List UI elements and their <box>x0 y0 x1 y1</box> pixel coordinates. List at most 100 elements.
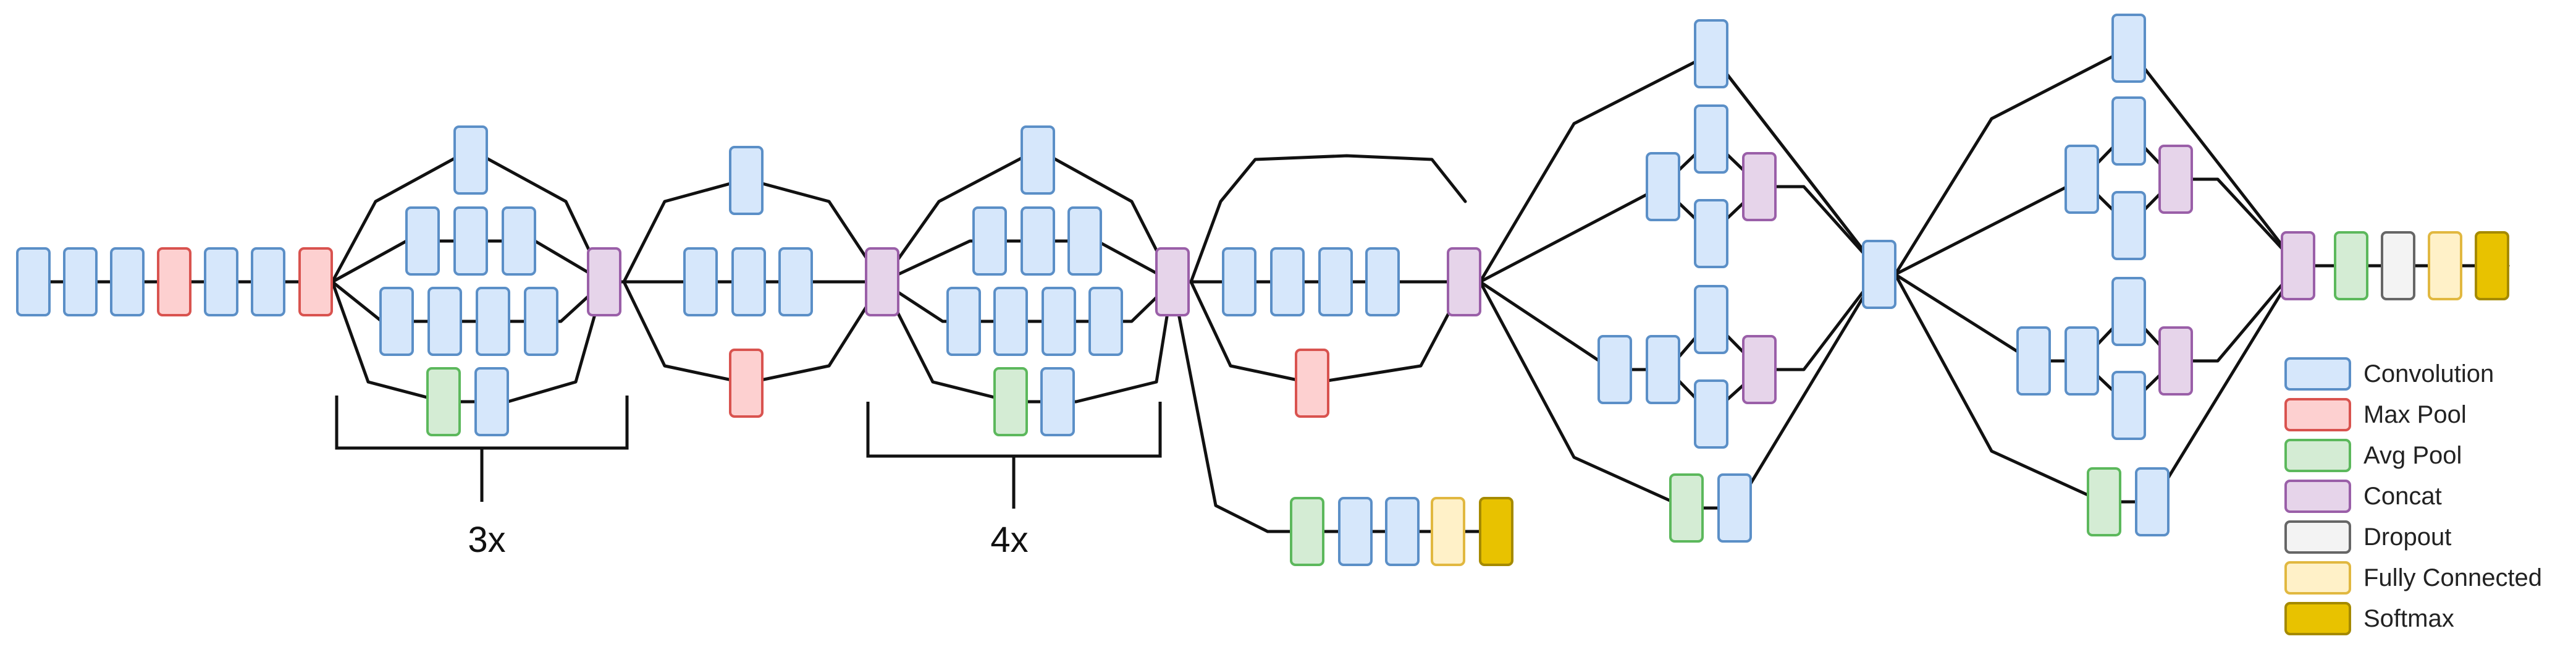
block-c-conv-node <box>1021 206 1055 276</box>
block-f-conv-node <box>2111 191 2146 260</box>
block-b-conv-node <box>729 146 764 215</box>
block-d-conv-node <box>1222 247 1256 316</box>
legend-swatch-avgpool <box>2284 439 2351 472</box>
block-f-conv-node <box>2135 467 2170 536</box>
connector <box>880 280 1174 323</box>
aux-fc-node <box>1431 497 1465 566</box>
block-a-conv-node <box>453 125 488 195</box>
block-c-conv-node <box>972 206 1007 276</box>
connector <box>330 280 606 323</box>
block-f-conv-node <box>2111 14 2146 83</box>
connector <box>1189 154 1467 284</box>
block-c-conv-node <box>946 287 981 356</box>
connector <box>330 280 606 404</box>
legend-label-softmax: Softmax <box>2363 605 2454 632</box>
diagram-nodes <box>16 14 2509 566</box>
stem-conv-node <box>110 247 145 316</box>
connector <box>1478 137 1881 284</box>
aux-avgpool-node <box>1290 497 1324 566</box>
head-avgpool-node <box>2334 231 2368 300</box>
legend-swatch-fc <box>2284 561 2351 595</box>
connector <box>1709 52 1881 273</box>
block-f-avgpool-node <box>2087 467 2121 536</box>
connector <box>1893 46 2300 276</box>
legend-label-dropout: Dropout <box>2363 523 2451 551</box>
block-d-concat-node <box>1447 247 1481 316</box>
head-softmax-node <box>2475 231 2509 300</box>
block-e-concat-node <box>1742 152 1777 221</box>
block-f-conv-node <box>2016 326 2051 396</box>
block-a-conv-node <box>453 206 488 276</box>
block-d-conv-node <box>1318 247 1353 316</box>
block-a-conv-node <box>476 287 510 356</box>
aux-softmax-node <box>1479 497 1513 566</box>
block-e-avgpool-node <box>1669 473 1704 543</box>
connector <box>1171 280 1497 533</box>
block-f-conv-node <box>2111 96 2146 166</box>
block-e-conv-node <box>1694 199 1728 268</box>
block-d-conv-node <box>1270 247 1305 316</box>
legend-swatch-concat <box>2284 480 2351 513</box>
block-e-output-conv-node <box>1862 240 1896 309</box>
repeat-bracket-block-a <box>335 396 629 502</box>
stem-maxpool-node <box>157 247 192 316</box>
block-c-conv-node <box>1088 287 1123 356</box>
block-d-maxpool-node <box>1295 349 1329 418</box>
legend-label-concat: Concat <box>2363 483 2442 510</box>
block-c-conv-node <box>1067 206 1102 276</box>
legend-label-fc: Fully Connected <box>2363 564 2542 591</box>
block-e-conv-node <box>1646 152 1680 221</box>
block-a-concat-node <box>587 247 621 316</box>
block-b-conv-node <box>683 247 718 316</box>
legend-swatch-maxpool <box>2284 398 2351 431</box>
block-e-conv-node <box>1646 335 1680 404</box>
block-a-conv-node <box>474 367 509 436</box>
block-e-conv-node <box>1694 285 1728 354</box>
connector <box>1893 129 2300 276</box>
aux-conv-node <box>1338 497 1373 566</box>
aux-conv-node <box>1385 497 1420 566</box>
block-f-conv-node <box>2111 277 2146 346</box>
block-c-conv-node <box>993 287 1028 356</box>
block-e-conv-node <box>1694 104 1728 174</box>
block-c-conv-node <box>1042 287 1076 356</box>
legend-label-conv: Convolution <box>2363 360 2494 387</box>
legend-swatch-conv <box>2284 357 2351 391</box>
block-a-avgpool-node <box>426 367 461 436</box>
repeat-label-block-c: 4x <box>990 520 1028 560</box>
stem-conv-node <box>251 247 285 316</box>
block-a-conv-node <box>502 206 536 276</box>
block-f-concat-node <box>2158 145 2193 214</box>
block-e-concat-node <box>1742 335 1777 404</box>
repeat-bracket-block-c <box>866 402 1162 509</box>
block-c-conv-node <box>1040 367 1075 436</box>
stem-maxpool-node <box>298 247 333 316</box>
block-f-conv-node <box>2065 145 2099 214</box>
block-f-conv-node <box>2111 371 2146 440</box>
block-c-avgpool-node <box>993 367 1028 436</box>
block-b-maxpool-node <box>729 349 764 418</box>
head-dropout-node <box>2381 231 2415 300</box>
stem-conv-node <box>204 247 238 316</box>
block-a-conv-node <box>524 287 558 356</box>
block-b-conv-node <box>778 247 813 316</box>
block-c-conv-node <box>1021 125 1055 195</box>
block-e-conv-node <box>1717 473 1752 543</box>
block-a-conv-node <box>405 206 440 276</box>
block-e-conv-node <box>1597 335 1632 404</box>
legend-label-maxpool: Max Pool <box>2363 401 2467 428</box>
head-concat-node <box>2281 231 2315 300</box>
block-d-conv-node <box>1365 247 1400 316</box>
block-a-conv-node <box>379 287 414 356</box>
stem-conv-node <box>63 247 98 316</box>
block-c-concat-node <box>1155 247 1190 316</box>
block-e-conv-node <box>1694 19 1728 88</box>
stem-conv-node <box>16 247 51 316</box>
repeat-label-block-a: 3x <box>468 520 505 560</box>
block-e-conv-node <box>1694 379 1728 449</box>
block-b-concat-node <box>865 247 899 316</box>
block-f-conv-node <box>2065 326 2099 396</box>
legend-swatch-dropout <box>2284 520 2351 554</box>
